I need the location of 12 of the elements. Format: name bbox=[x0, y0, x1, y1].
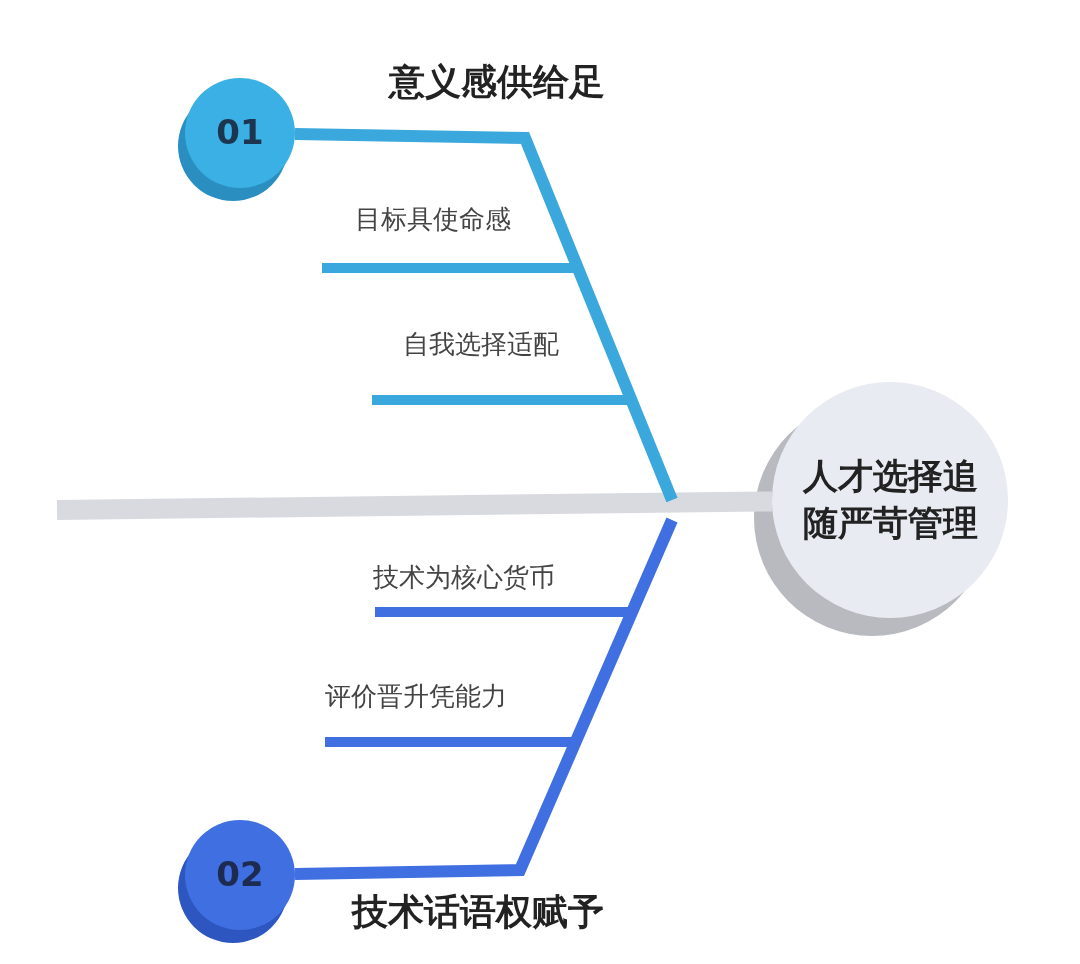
number-circle: 02 bbox=[185, 820, 295, 930]
topic-circle: 人才选择追随严苛管理 bbox=[772, 382, 1008, 618]
connector-line bbox=[294, 517, 678, 880]
branch-heading: 技术话语权赋予 bbox=[350, 890, 605, 934]
branch-label: 技术为核心货币 bbox=[373, 562, 555, 594]
branch-label: 目标具使命感 bbox=[355, 204, 511, 236]
branch-label: 评价晋升凭能力 bbox=[325, 681, 507, 713]
number-circle: 01 bbox=[185, 78, 295, 188]
connector-line bbox=[294, 127, 678, 503]
branch-label: 自我选择适配 bbox=[403, 329, 559, 361]
connector-line bbox=[56, 491, 773, 520]
branch-heading: 意义感供给足 bbox=[387, 60, 606, 104]
